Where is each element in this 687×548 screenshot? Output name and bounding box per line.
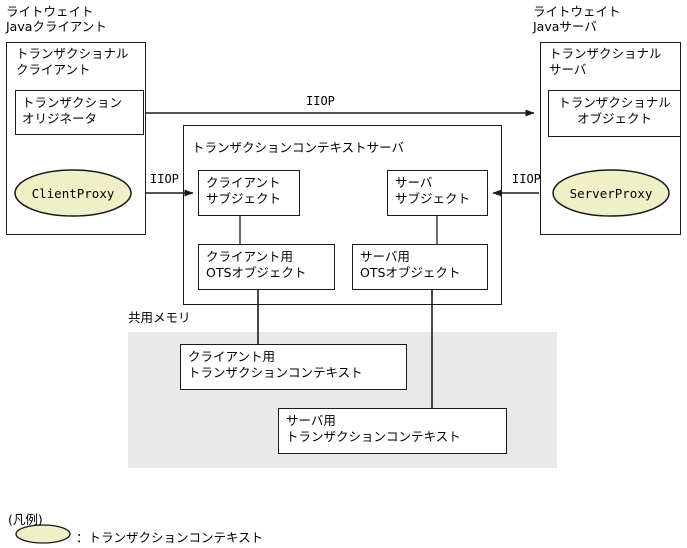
- legend-entry-label: ：トランザクションコンテキスト: [76, 530, 264, 545]
- client-proxy-label: ClientProxy: [31, 186, 115, 201]
- client-transaction-context-box: [180, 344, 407, 390]
- client-transaction-context-label: クライアント用 トランザクションコンテキスト: [188, 349, 363, 380]
- client-subject-label: クライアント サブジェクト: [206, 175, 282, 206]
- transactional-object-box: [548, 90, 681, 137]
- transaction-context-server-box: [183, 125, 502, 305]
- client-subject-box: [198, 170, 300, 216]
- transactional-server-label: トランザクショナル サーバ: [549, 46, 662, 77]
- server-proxy-label: ServerProxy: [569, 186, 653, 201]
- iiop-top-label: IIOP: [306, 94, 335, 108]
- legend-title: (凡例): [8, 512, 43, 527]
- server-transaction-context-box: [278, 408, 507, 454]
- server-ots-object-label: サーバ用 OTSオブジェクト: [360, 249, 461, 280]
- iiop-right-label: IIOP: [512, 172, 541, 186]
- lightweight-java-server-box: [540, 42, 681, 235]
- transaction-originator-box: [15, 90, 144, 135]
- server-subject-label: サーバ サブジェクト: [395, 175, 471, 206]
- server-zone-title: ライトウェイト Javaサーバ: [533, 4, 621, 34]
- transaction-context-server-label: トランザクションコンテキストサーバ: [192, 140, 405, 155]
- server-transaction-context-label: サーバ用 トランザクションコンテキスト: [286, 413, 461, 444]
- client-zone-title: ライトウェイト Javaクライアント: [6, 4, 107, 34]
- transactional-client-label: トランザクショナル クライアント: [16, 46, 129, 77]
- server-subject-box: [387, 170, 488, 216]
- iiop-left-label: IIOP: [150, 172, 179, 186]
- lightweight-java-client-box: [6, 42, 146, 235]
- client-ots-object-label: クライアント用 OTSオブジェクト: [206, 249, 307, 280]
- server-ots-object-box: [352, 244, 488, 290]
- transaction-originator-label: トランザクション オリジネータ: [22, 95, 123, 126]
- shared-memory-label: 共用メモリ: [128, 310, 191, 325]
- transactional-object-label: トランザクショナル オブジェクト: [558, 95, 671, 126]
- client-ots-object-box: [198, 244, 335, 290]
